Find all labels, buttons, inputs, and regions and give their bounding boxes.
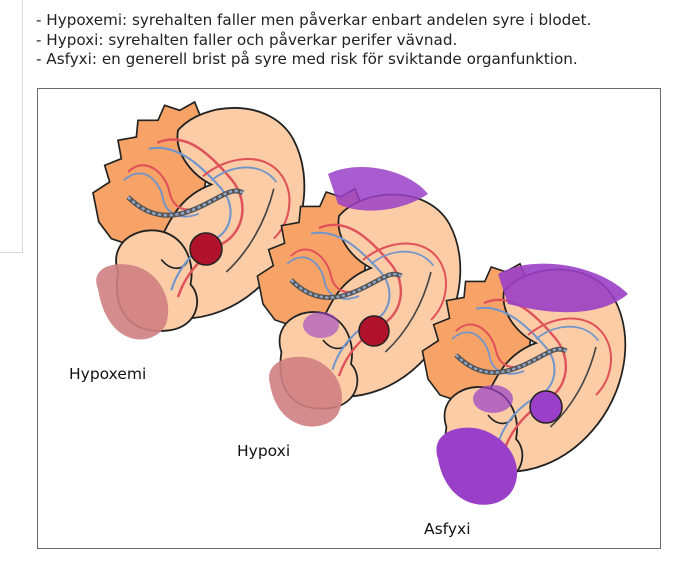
liver-hypoxemia	[96, 264, 169, 340]
fetal-oxygenation-figure: Hypoxemi Hypoxi Asfyxi	[37, 88, 661, 549]
brain-hypoxia	[328, 166, 428, 211]
liver-hypoxia	[269, 356, 342, 427]
fetal-stages-illustration	[38, 89, 628, 505]
liver-asphyxia	[436, 427, 518, 505]
tissue-hypoxia	[303, 312, 339, 338]
heart-hypoxia	[358, 315, 390, 347]
fetus-hypoxia	[257, 166, 460, 427]
definition-hypoxemia: - Hypoxemi: syrehalten faller men påverk…	[36, 11, 592, 29]
definition-asphyxia: - Asfyxi: en generell brist på syre med …	[36, 50, 578, 68]
fetus-asphyxia	[422, 264, 628, 505]
label-asphyxia: Asfyxi	[424, 520, 471, 538]
left-panel-border	[0, 0, 23, 253]
definition-hypoxia: - Hypoxi: syrehalten faller och påverkar…	[36, 30, 458, 49]
tissue-asphyxia	[473, 385, 513, 413]
definition-list: - Hypoxemi: syrehalten faller men påverk…	[36, 11, 591, 70]
label-hypoxia: Hypoxi	[237, 442, 291, 460]
heart-hypoxemia	[189, 232, 223, 266]
heart-asphyxia	[529, 390, 563, 424]
fetus-hypoxemia	[93, 102, 304, 340]
brain-asphyxia	[498, 263, 628, 313]
label-hypoxemia: Hypoxemi	[69, 365, 147, 383]
